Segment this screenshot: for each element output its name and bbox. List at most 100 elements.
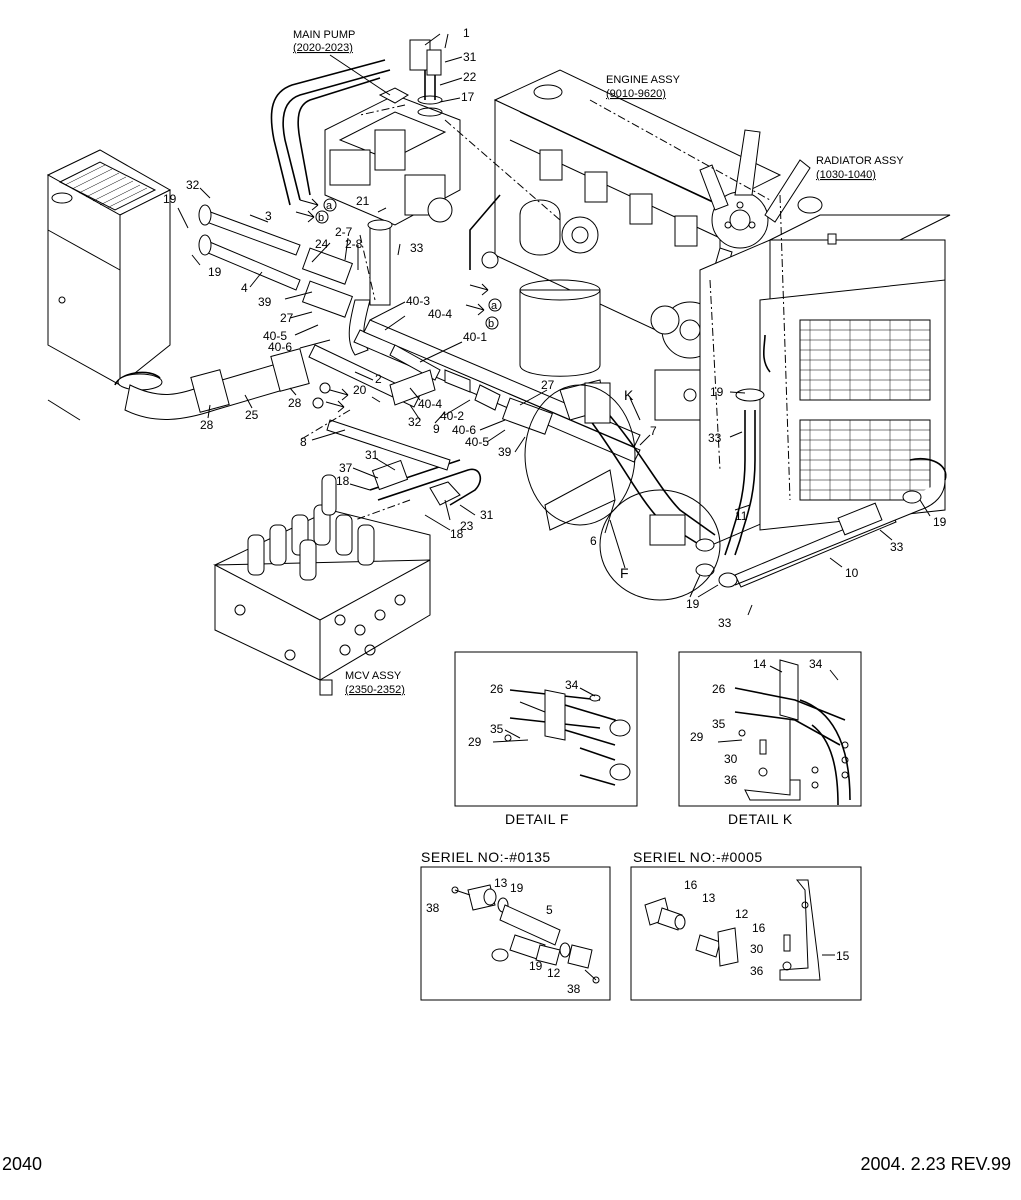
part-number-label: 19 (710, 385, 724, 399)
part-number-label: 13 (702, 891, 716, 905)
part-number-label: 34 (809, 657, 823, 671)
radiator-title: RADIATOR ASSY (816, 155, 904, 167)
part-number-label: 5 (546, 903, 553, 917)
radiator-range: (1030-1040) (816, 169, 876, 181)
flow-marker-b: b (318, 212, 324, 224)
part-number-label: 40-5 (263, 329, 287, 343)
part-number-label: 2-8 (345, 237, 363, 251)
part-number-label: 3 (265, 209, 272, 223)
flow-marker-a: a (491, 300, 498, 312)
part-number-label: 36 (750, 964, 764, 978)
part-number-label: 9 (433, 422, 440, 436)
part-number-label: 30 (724, 752, 738, 766)
part-number-label: 32 (186, 178, 200, 192)
part-number-label: 34 (565, 678, 579, 692)
revision-stamp: 2004. 2.23 REV.99 (860, 1154, 1011, 1174)
part-number-label: 19 (163, 192, 177, 206)
part-number-label: 12 (547, 966, 561, 980)
part-number-label: 33 (718, 616, 732, 630)
serial-0005-heading: SERIEL NO:-#0005 (633, 849, 763, 865)
engine-title: ENGINE ASSY (606, 74, 681, 86)
part-number-label: 40-6 (268, 340, 292, 354)
detail-k-marker: K (624, 387, 634, 403)
part-number-label: 31 (463, 50, 477, 64)
serial-0005-box: SERIEL NO:-#0005 16 13 12 16 30 36 15 (630, 849, 862, 1001)
part-number-label: 40-3 (406, 294, 430, 308)
flow-marker-b: b (488, 318, 494, 330)
main-pump-drawing (270, 39, 461, 226)
part-number-label: 33 (410, 241, 424, 255)
part-number-label: 38 (567, 982, 581, 996)
part-number-label: 7 (650, 424, 657, 438)
hose-pipe-lines (124, 99, 947, 601)
part-number-label: 18 (450, 527, 464, 541)
part-number-label: 29 (468, 735, 482, 749)
part-number-label: 40-1 (463, 330, 487, 344)
part-number-label: 1 (463, 26, 470, 40)
part-number-label: 18 (336, 474, 350, 488)
part-number-label: 4 (241, 281, 248, 295)
part-number-label: 25 (245, 408, 259, 422)
part-number-label: 33 (708, 431, 722, 445)
radiator-drawing (699, 196, 951, 551)
part-number-label: 35 (712, 717, 726, 731)
part-number-label: 39 (258, 295, 272, 309)
detail-f-box: 26 34 35 29 DETAIL F (454, 651, 638, 827)
part-number-label: 10 (845, 566, 859, 580)
mcv-drawing (213, 459, 482, 696)
engine-range: (9010-9620) (606, 88, 666, 100)
part-number-label: 17 (461, 90, 475, 104)
mcv-range: (2350-2352) (345, 684, 405, 696)
part-number-label: 26 (712, 682, 726, 696)
part-number-label: 28 (200, 418, 214, 432)
serial-0135-box: SERIEL NO:-#0135 13 19 38 5 19 12 38 (420, 849, 611, 1001)
part-number-label: 31 (480, 508, 494, 522)
main-pump-title: MAIN PUMP (293, 29, 355, 41)
part-number-label: 39 (498, 445, 512, 459)
main-pump-range: (2020-2023) (293, 42, 353, 54)
assembly-titles: MAIN PUMP (2020-2023) ENGINE ASSY (9010-… (293, 29, 904, 696)
part-number-label: 8 (300, 435, 307, 449)
part-number-label: 30 (750, 942, 764, 956)
part-number-label: 11 (735, 509, 748, 523)
part-number-label: 20 (353, 383, 367, 397)
part-number-label: 28 (288, 396, 302, 410)
detail-f-caption: DETAIL F (505, 811, 569, 827)
part-number-label: 27 (541, 378, 555, 392)
part-number-label: 6 (590, 534, 597, 548)
detail-k-caption: DETAIL K (728, 811, 793, 827)
page-number: 2040 (2, 1154, 43, 1174)
part-number-label: 40-6 (452, 423, 476, 437)
part-number-label: 37 (339, 461, 353, 475)
part-number-label: 14 (753, 657, 767, 671)
part-number-label: 21 (356, 194, 370, 208)
part-number-label: 19 (510, 881, 524, 895)
part-number-label: 40-4 (418, 397, 442, 411)
part-number-label: 33 (890, 540, 904, 554)
part-number-label: 2 (375, 372, 382, 386)
flow-markers: a b a b (318, 200, 498, 330)
part-number-label: 12 (735, 907, 749, 921)
part-number-label: 19 (208, 265, 222, 279)
part-number-label: 32 (408, 415, 422, 429)
detail-f-marker: F (620, 565, 629, 581)
part-number-label: 31 (365, 448, 379, 462)
part-number-label: 24 (315, 237, 329, 251)
part-number-label: 19 (933, 515, 947, 529)
serial-0135-heading: SERIEL NO:-#0135 (421, 849, 551, 865)
part-number-label: 27 (280, 311, 294, 325)
mcv-title: MCV ASSY (345, 670, 402, 682)
part-number-label: 36 (724, 773, 738, 787)
part-number-label: 19 (529, 959, 543, 973)
part-number-label: 29 (690, 730, 704, 744)
part-number-label: 38 (426, 901, 440, 915)
part-number-label: 40-2 (440, 409, 464, 423)
leader-lines (177, 33, 931, 616)
hydraulic-tank-drawing (46, 149, 172, 421)
flow-marker-a: a (326, 200, 333, 212)
part-number-callouts: 1 31 22 17 32 19 19 3 4 21 2-7 2-8 24 33… (163, 26, 947, 630)
part-number-label: 16 (684, 878, 698, 892)
part-number-label: 13 (494, 876, 508, 890)
part-number-label: 15 (836, 949, 850, 963)
